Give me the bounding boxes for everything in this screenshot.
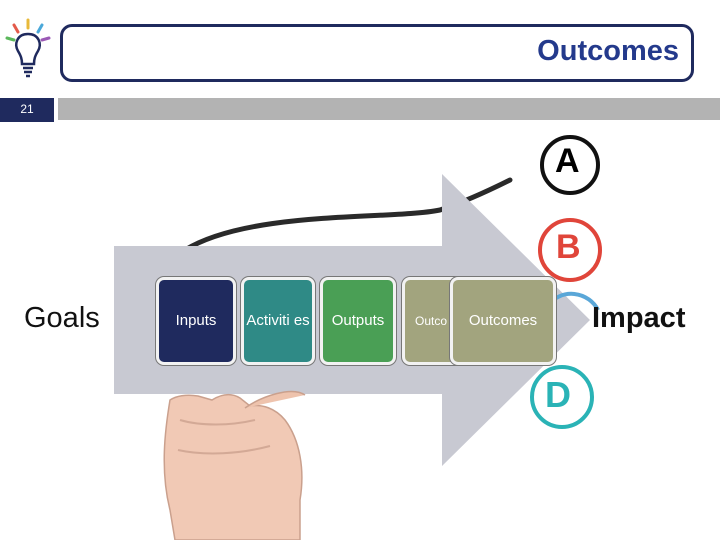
impact-label: Impact	[592, 302, 686, 334]
header-bar	[58, 98, 720, 120]
slide-title: Outcomes	[537, 35, 679, 67]
circle-letter-a: A	[555, 142, 580, 180]
goals-label: Goals	[24, 302, 100, 334]
slide-number-badge: 21	[0, 98, 54, 122]
circle-letter-b: B	[556, 228, 581, 266]
title-frame: Outcomes	[60, 24, 694, 82]
hand-graphic	[163, 390, 306, 540]
inputs-box: Inputs	[156, 277, 236, 365]
outputs-box: Outputs	[320, 277, 396, 365]
marker-curve	[182, 177, 513, 253]
circle-letter-d: D	[545, 374, 571, 415]
outputs-label: Outputs	[331, 312, 385, 329]
activities-box: Activiti es	[241, 277, 315, 365]
outcomes-box: Outcomes	[450, 277, 556, 365]
activities-label: Activiti es	[246, 312, 310, 329]
outcomes-back-label: Outco	[415, 313, 448, 328]
lightbulb-icon	[5, 18, 51, 78]
slide-number: 21	[20, 102, 34, 116]
outcomes-label: Outcomes	[468, 312, 538, 329]
inputs-label: Inputs	[175, 312, 217, 329]
